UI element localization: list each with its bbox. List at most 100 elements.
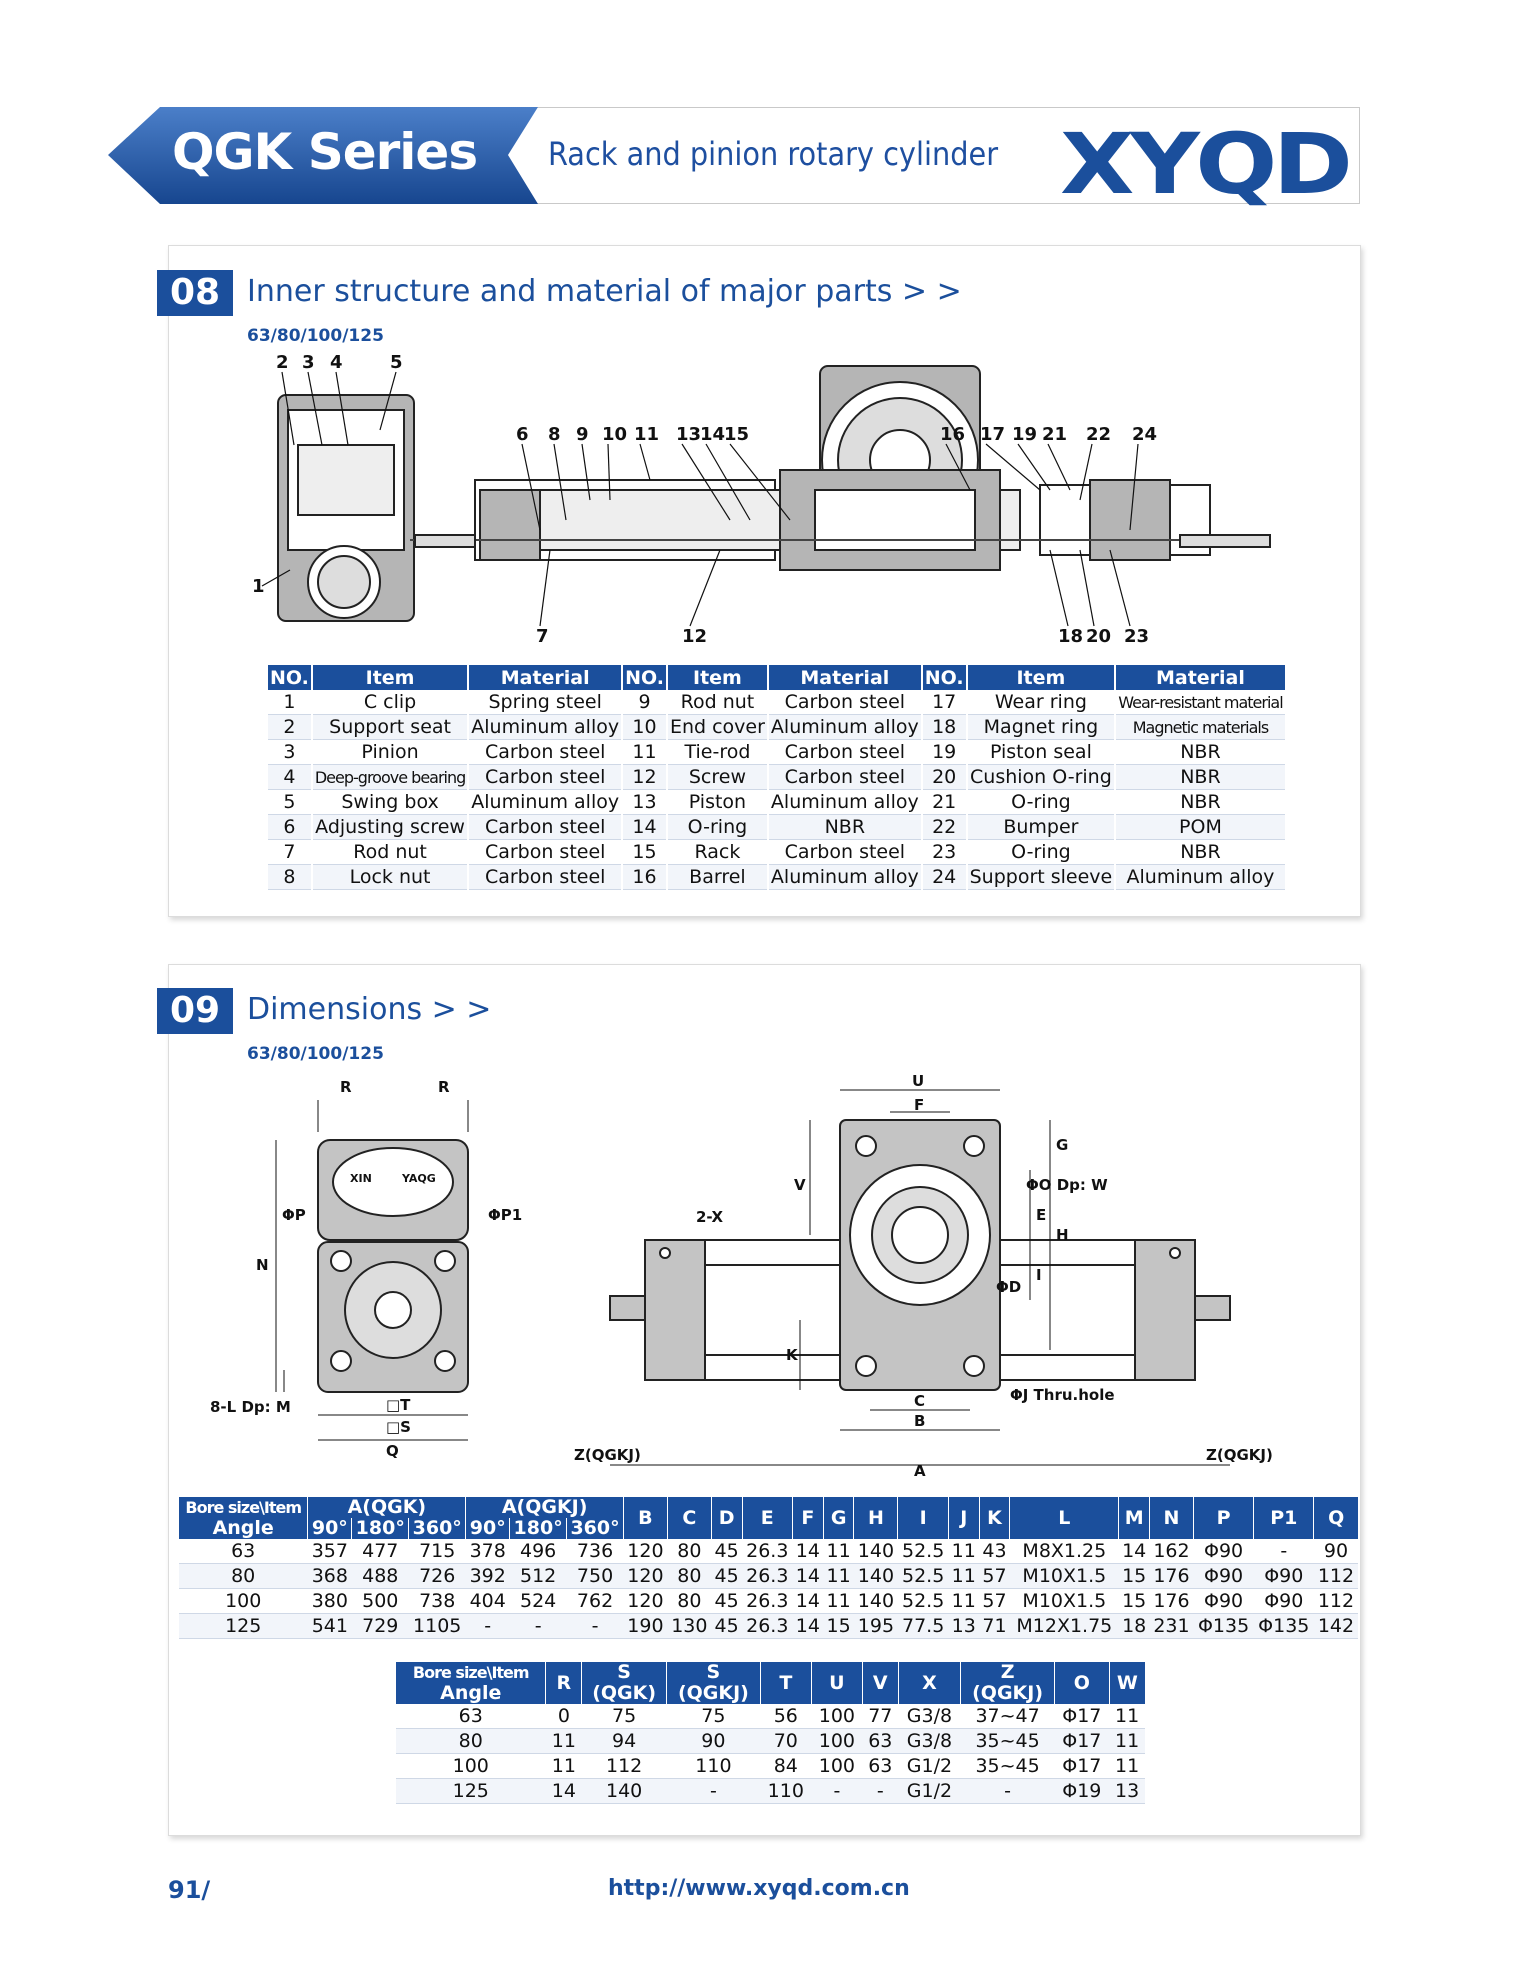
dim-z1: Z(QGKJ) <box>574 1446 641 1464</box>
table-cell: 176 <box>1149 1588 1194 1614</box>
table-cell: 52.5 <box>897 1539 949 1564</box>
table-cell: 14 <box>792 1563 824 1589</box>
table-cell: 80 <box>667 1539 712 1564</box>
table-cell: 100 <box>178 1588 308 1614</box>
table-cell: NBR <box>1114 789 1285 815</box>
table-cell: 26.3 <box>742 1563 793 1589</box>
svg-text:18: 18 <box>1058 626 1083 647</box>
col-p1: P1 <box>1253 1497 1314 1539</box>
angle-180: 180° <box>351 1518 409 1539</box>
svg-text:4: 4 <box>330 352 343 373</box>
table-cell: 11 <box>621 739 667 765</box>
table-cell: 80 <box>667 1588 712 1614</box>
dim-e: E <box>1036 1206 1046 1224</box>
col-v: V <box>861 1662 899 1704</box>
table-cell: 19 <box>920 739 967 765</box>
svg-text:3: 3 <box>302 352 315 373</box>
dim-g: G <box>1056 1136 1068 1154</box>
table-cell: 524 <box>509 1588 567 1614</box>
table-cell: POM <box>1114 814 1285 840</box>
table-cell: Φ19 <box>1054 1778 1110 1804</box>
table-cell: 75 <box>666 1704 761 1729</box>
table-cell: 26.3 <box>742 1588 793 1614</box>
table-cell: 20 <box>920 764 967 790</box>
table-cell: 100 <box>811 1753 863 1779</box>
col-s: S <box>581 1662 667 1683</box>
table-cell: 26.3 <box>742 1613 793 1639</box>
table-cell: Aluminum alloy <box>766 714 922 740</box>
table-cell: 18 <box>920 714 967 740</box>
table-cell: 45 <box>711 1539 743 1564</box>
col-item: Item <box>310 665 469 690</box>
table-cell: 140 <box>853 1588 898 1614</box>
col-l: L <box>1009 1497 1119 1539</box>
table-cell: 26.3 <box>742 1539 793 1564</box>
col-r: R <box>545 1662 582 1704</box>
col-material: Material <box>467 665 623 690</box>
table-cell: - <box>509 1613 567 1639</box>
dim-phij: ΦJ Thru.hole <box>1010 1386 1115 1404</box>
table-cell: Adjusting screw <box>310 814 469 840</box>
table-cell: 195 <box>853 1613 898 1639</box>
table-cell: G1/2 <box>898 1778 961 1804</box>
table-cell: Φ17 <box>1054 1704 1110 1729</box>
table-cell: Tie-rod <box>665 739 768 765</box>
table-cell: C clip <box>310 690 469 715</box>
table-cell: 11 <box>948 1539 980 1564</box>
col-p: P <box>1192 1497 1254 1539</box>
table-cell: 21 <box>920 789 967 815</box>
section-08-number: 08 <box>157 270 233 316</box>
table-cell: 7 <box>266 839 312 865</box>
table-cell: 1 <box>266 690 312 715</box>
table-cell: NBR <box>1114 764 1285 790</box>
dim-z2: Z(QGKJ) <box>1206 1446 1273 1464</box>
table-cell: 500 <box>351 1588 409 1614</box>
col-w: W <box>1108 1662 1145 1704</box>
table-cell: - <box>862 1778 899 1804</box>
table-cell: Carbon steel <box>467 739 623 765</box>
table-cell: 715 <box>408 1539 466 1564</box>
table-cell: 392 <box>465 1563 510 1589</box>
table-cell: Φ90 <box>1253 1563 1314 1589</box>
table-cell: 80 <box>667 1563 712 1589</box>
dimension-table-1: Bore size\Item A(QGK) A(QGKJ) B C D E F … <box>177 1497 1358 1639</box>
table-cell: Carbon steel <box>467 764 623 790</box>
table-cell: Magnetic materials <box>1114 714 1285 740</box>
table-cell: G1/2 <box>898 1753 961 1779</box>
col-item: Item <box>965 665 1116 690</box>
col-m: M <box>1118 1497 1150 1539</box>
table-cell: 71 <box>979 1613 1010 1639</box>
table-cell: Barrel <box>665 864 768 890</box>
table-cell: 738 <box>408 1588 466 1614</box>
table-cell: 18 <box>1118 1613 1150 1639</box>
table-cell: 77 <box>862 1704 899 1729</box>
table-cell: 176 <box>1149 1563 1194 1589</box>
parts-material-table: NO. Item Material NO. Item Material NO. … <box>266 665 1285 890</box>
table-cell: 90 <box>666 1728 761 1754</box>
footer-url[interactable]: http://www.xyqd.com.cn <box>608 1876 910 1901</box>
dim-n: N <box>256 1256 269 1274</box>
table-cell: 14 <box>792 1539 824 1564</box>
series-banner <box>108 107 538 204</box>
table-cell: M10X1.5 <box>1009 1563 1119 1589</box>
table-cell: 10 <box>621 714 667 740</box>
table-cell: 63 <box>178 1539 308 1564</box>
table-cell: 80 <box>178 1563 308 1589</box>
table-cell: 378 <box>465 1539 510 1564</box>
table-cell: - <box>811 1778 863 1804</box>
angle-label: Angle <box>394 1683 546 1704</box>
col-material: Material <box>766 665 922 690</box>
table-cell: 112 <box>1313 1588 1358 1614</box>
col-g: G <box>822 1497 854 1539</box>
table-cell: 130 <box>667 1613 712 1639</box>
table-cell: 11 <box>1109 1704 1145 1729</box>
table-cell: 120 <box>623 1563 668 1589</box>
table-cell: 16 <box>621 864 667 890</box>
table-cell: 35~45 <box>960 1753 1055 1779</box>
table-cell: 140 <box>581 1778 667 1804</box>
table-cell: 110 <box>760 1778 812 1804</box>
col-z-sub: (QGKJ) <box>960 1683 1055 1704</box>
